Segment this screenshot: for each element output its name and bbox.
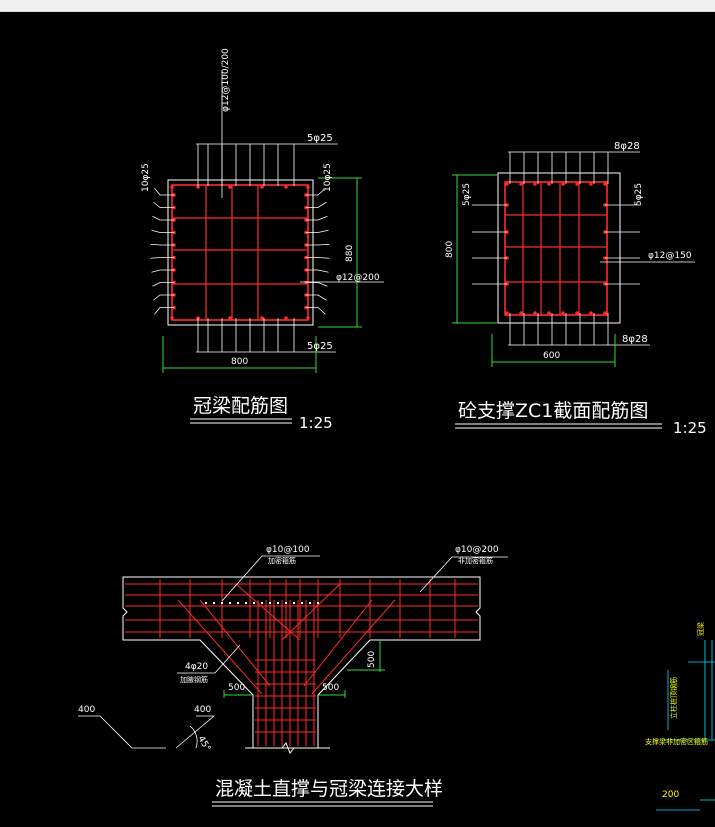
rebar-dot xyxy=(260,316,264,320)
strut-rebar-dots xyxy=(505,182,607,315)
rebar-dot xyxy=(284,316,288,320)
rebar-internal-ties xyxy=(172,185,308,320)
rebar-dot xyxy=(603,182,607,186)
dim-height-zc1: 800 xyxy=(445,241,455,258)
label-left-bars-zc1: 5φ25 xyxy=(462,183,472,206)
label-top-bars: 5φ25 xyxy=(307,133,333,144)
rebar-dot xyxy=(547,182,551,186)
dim-haunch-left: 500 xyxy=(228,683,245,693)
rebar-dot xyxy=(228,185,232,189)
beam-outline xyxy=(167,179,314,326)
connection-rebar xyxy=(125,579,478,746)
rebar-dot xyxy=(505,311,509,315)
side-bar-leaders xyxy=(150,187,330,315)
strut-outline xyxy=(497,172,621,324)
detail-leaders xyxy=(78,555,508,749)
rebar-dot xyxy=(284,185,288,189)
scale-crown-beam: 1:25 xyxy=(299,414,333,432)
rebar-dot xyxy=(561,182,565,186)
label-stirrup-note: 非加密箍筋 xyxy=(458,556,493,565)
rebar-dot xyxy=(170,185,174,189)
rebar-dot xyxy=(603,311,607,315)
title-connection: 混凝土直撑与冠梁连接大样 xyxy=(215,778,443,800)
rebar-dot xyxy=(519,311,523,315)
label-dense-stirrup-note: 加密箍筋 xyxy=(268,556,296,565)
rebar-dot xyxy=(196,185,200,189)
drawing-crown-beam-section: φ12@100/200 5φ25 5φ25 10φ25 10φ25 φ12@20… xyxy=(141,48,384,432)
rebar-dots xyxy=(170,185,310,320)
drawing-strut-section: 8φ28 8φ28 5φ25 5φ25 φ12@150 600 800 砼支撑Z… xyxy=(445,141,707,437)
dim-width-zc1: 600 xyxy=(543,351,560,361)
dim-haunch-height: 500 xyxy=(367,651,377,668)
label-stirrup: φ12@100/200 xyxy=(221,48,231,112)
label-top-bars-zc1: 8φ28 xyxy=(614,141,640,152)
dim-width: 800 xyxy=(231,357,248,367)
rebar-dot xyxy=(533,182,537,186)
dim-haunch-right: 500 xyxy=(322,683,339,693)
rebar-dot xyxy=(260,185,264,189)
dimension-lines xyxy=(162,177,362,373)
rebar-dot xyxy=(170,316,174,320)
rebar-dot xyxy=(561,311,565,315)
dim-right: 400 xyxy=(194,705,211,715)
rebar-dot xyxy=(589,182,593,186)
partial-dim: 200 xyxy=(662,790,679,800)
partial-drawing-right: 冠梁 立柱桩顶钢筋 支撑梁非加密区箍筋 200 xyxy=(645,622,715,811)
dim-height: 880 xyxy=(345,245,355,262)
rebar-dot xyxy=(547,311,551,315)
title-strut: 砼支撑ZC1截面配筋图 xyxy=(458,400,648,422)
label-stirrup: φ10@200 xyxy=(455,545,499,555)
title-crown-beam: 冠梁配筋图 xyxy=(193,395,288,417)
label-left-bars: 10φ25 xyxy=(141,163,151,192)
label-right-bars: 10φ25 xyxy=(323,163,333,192)
label-haunch-bars: 4φ20 xyxy=(185,662,208,672)
rebar-dot xyxy=(589,311,593,315)
strut-rebar-cage xyxy=(504,181,608,316)
label-tie: φ12@200 xyxy=(336,273,380,283)
label-haunch-note: 加腋钢筋 xyxy=(180,675,208,684)
rebar-dot xyxy=(575,182,579,186)
partial-note-3: 支撑梁非加密区箍筋 xyxy=(645,737,708,746)
strut-internal-ties xyxy=(505,182,607,315)
partial-note-2: 立柱桩顶钢筋 xyxy=(669,677,678,719)
top-toolbar-strip xyxy=(0,0,715,12)
cad-canvas[interactable]: φ12@100/200 5φ25 5φ25 10φ25 10φ25 φ12@20… xyxy=(0,12,715,823)
detail-dimension-lines xyxy=(223,640,385,698)
rebar-dot xyxy=(306,316,310,320)
strut-dimension-lines xyxy=(452,174,616,367)
rebar-cage xyxy=(171,184,309,321)
dim-left: 400 xyxy=(78,705,95,715)
rebar-dot xyxy=(228,316,232,320)
label-right-bars-zc1: 5φ25 xyxy=(634,183,644,206)
label-tie-zc1: φ12@150 xyxy=(648,251,692,261)
rebar-dot xyxy=(519,182,523,186)
rebar-dot xyxy=(575,311,579,315)
rebar-dot xyxy=(533,311,537,315)
rebar-dot xyxy=(505,182,509,186)
label-dense-stirrup: φ10@100 xyxy=(266,545,310,555)
drawing-connection-detail: φ10@100 加密箍筋 φ10@200 非加密箍筋 4φ20 加腋钢筋 500… xyxy=(78,545,508,807)
partial-note-1: 冠梁 xyxy=(696,622,705,636)
label-bottom-bars: 5φ25 xyxy=(307,341,333,352)
angle-label: 45° xyxy=(195,735,212,754)
scale-strut: 1:25 xyxy=(673,419,707,437)
strut-leaders xyxy=(472,152,640,345)
rebar-dot xyxy=(306,185,310,189)
label-bottom-bars-zc1: 8φ28 xyxy=(622,334,648,345)
